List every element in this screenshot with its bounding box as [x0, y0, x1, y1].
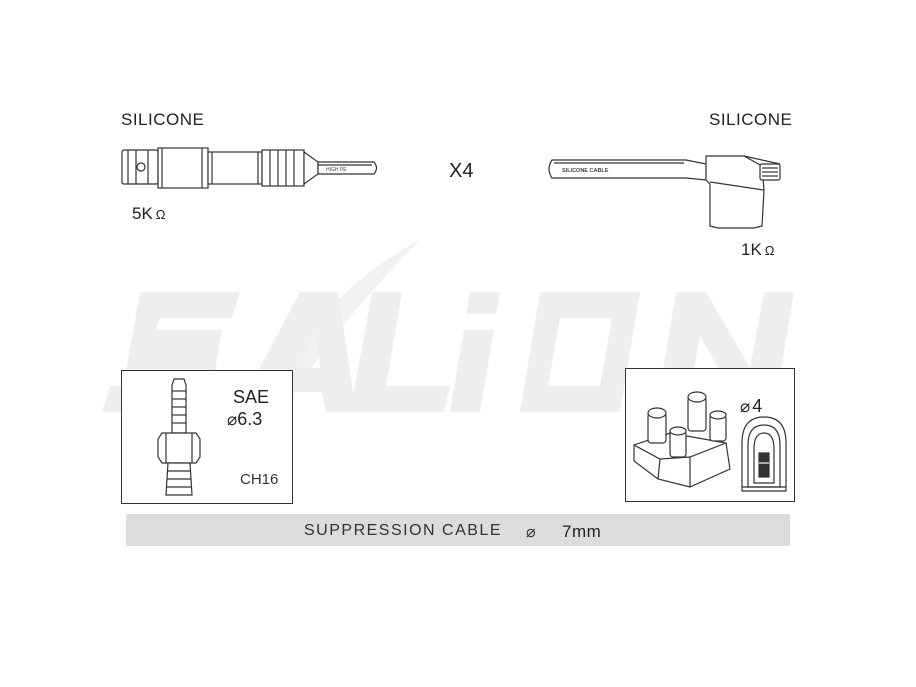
- angled-boot-drawing: SILICONE CABLE: [548, 155, 781, 229]
- spark-diameter-value: 6.3: [237, 409, 263, 429]
- left-material-label: SILICONE: [121, 110, 205, 129]
- spark-diameter: ⌀6.3: [227, 409, 262, 430]
- hex-size-label: CH16: [240, 471, 279, 488]
- ohm-unit: Ω: [764, 243, 775, 258]
- right-material-label: SILICONE: [709, 110, 793, 129]
- spark-plug-box: SAE ⌀6.3 CH16: [121, 370, 293, 504]
- distributor-diameter: ⌀4: [740, 396, 762, 417]
- distributor-terminal-icon: [741, 416, 787, 492]
- spark-plug-terminal-icon: [157, 378, 201, 496]
- suppression-cable-strip: SUPPRESSION CABLE ⌀ 7mm: [126, 514, 790, 546]
- cable-print-left: HIGH PE: [326, 167, 347, 173]
- straight-boot-drawing: HIGH PE: [121, 147, 378, 189]
- left-resistance-value: 5K: [132, 204, 153, 223]
- cable-print-right: SILICONE CABLE: [562, 168, 609, 174]
- distributor-diameter-value: 4: [752, 396, 763, 416]
- sae-label: SAE: [233, 387, 270, 407]
- distributor-cap-icon: [633, 391, 731, 488]
- distributor-box: ⌀4: [625, 368, 795, 502]
- suppression-cable-label: SUPPRESSION CABLE: [304, 522, 502, 539]
- diameter-symbol: ⌀: [526, 524, 538, 541]
- right-resistance-value: 1K: [741, 240, 762, 259]
- quantity-label: X4: [449, 160, 474, 182]
- diameter-symbol: ⌀: [227, 410, 238, 429]
- diameter-symbol: ⌀: [740, 397, 751, 416]
- ohm-unit: Ω: [155, 207, 166, 222]
- cable-diameter-value: 7mm: [562, 522, 602, 541]
